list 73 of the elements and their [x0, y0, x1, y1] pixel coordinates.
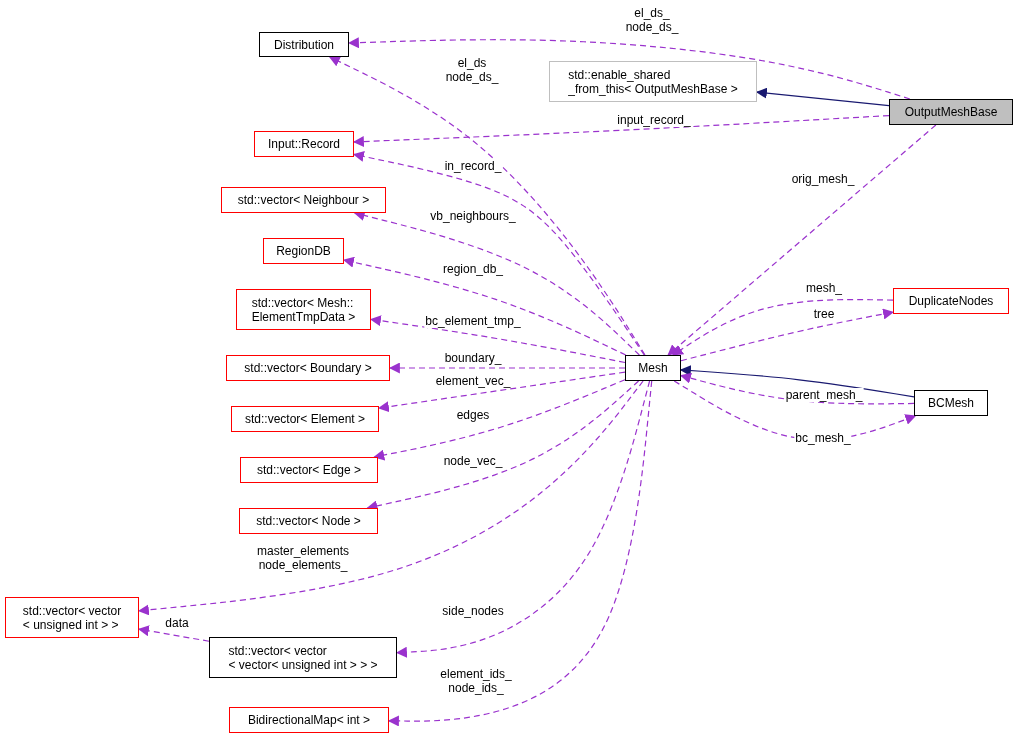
edge-label: region_db_: [441, 262, 505, 276]
class-box: [259, 32, 349, 57]
class-name: BidirectionalMap< int >: [247, 713, 371, 727]
dependency-arrow: [387, 380, 653, 727]
class-box: [263, 238, 344, 264]
class-name: std::vector< Neighbour >: [237, 193, 370, 207]
class-name: Mesh: [638, 361, 668, 375]
edge-label: in_record_: [443, 159, 503, 173]
dependency-arrow: [369, 315, 626, 364]
dependency-arrow: [671, 298, 894, 356]
class-box: [231, 406, 379, 432]
edge-label: el_ds_ node_ds_: [624, 6, 680, 34]
class-box: [625, 355, 681, 381]
dependency-arrow: [679, 372, 915, 405]
edge-label: el_ds node_ds_: [444, 56, 500, 84]
class-name: RegionDB: [276, 244, 331, 258]
class-box: [889, 99, 1013, 125]
class-name: std::vector< Mesh:: ElementTmpData >: [251, 295, 356, 324]
class-box: [236, 289, 371, 330]
class-name: std::vector< vector < unsigned int > >: [22, 603, 122, 632]
edge-label: parent_mesh_: [784, 388, 864, 402]
class-name: std::vector< Edge >: [256, 463, 362, 477]
edge-label: data: [164, 616, 190, 630]
edge-label: element_vec_: [434, 374, 512, 388]
inheritance-arrow: [679, 365, 915, 398]
class-name: std::enable_shared _from_this< OutputMeshBase >: [568, 67, 738, 96]
dependency-arrow: [137, 625, 210, 642]
class-name: BCMesh: [928, 396, 974, 410]
class-box: [893, 288, 1009, 314]
class-box: [221, 187, 386, 213]
class-name: DuplicateNodes: [908, 294, 994, 308]
edge-label: mesh_: [805, 281, 843, 295]
dependency-arrow: [352, 151, 645, 356]
inheritance-arrow: [755, 87, 890, 107]
edge-label: edges: [455, 408, 491, 422]
dependency-arrow: [680, 308, 895, 362]
class-name: std::vector< vector < vector< unsigned int > > >: [228, 643, 378, 672]
dependency-arrow: [342, 256, 627, 356]
edge-label: input_record_: [616, 113, 692, 127]
class-box: [5, 597, 139, 638]
dependency-arrow: [388, 362, 626, 374]
class-name: Input::Record: [267, 137, 340, 151]
class-box: [240, 457, 378, 483]
class-box: [549, 61, 757, 102]
dependency-arrow: [395, 380, 651, 658]
class-name: std::vector< Node >: [256, 514, 361, 528]
edge-label: element_ids_ node_ids_: [439, 667, 513, 695]
edge-label: bc_element_tmp_: [424, 314, 522, 328]
edge-label: bc_mesh_: [794, 431, 852, 445]
class-name: OutputMeshBase: [904, 105, 998, 119]
edge-label: side_nodes: [441, 604, 505, 618]
class-box: [229, 707, 389, 733]
class-box: [254, 131, 354, 157]
class-box: [914, 390, 988, 416]
class-box: [239, 508, 378, 534]
dependency-arrow: [377, 371, 626, 413]
dependency-arrow: [137, 380, 644, 616]
dependency-arrow: [328, 56, 646, 356]
edge-label: orig_mesh_: [790, 172, 856, 186]
dependency-arrow: [373, 379, 626, 461]
class-box: [209, 637, 397, 678]
edge-label: node_vec_: [442, 454, 504, 468]
edge-label: master_elements node_elements_: [256, 544, 350, 572]
edge-label: boundary_: [443, 351, 503, 365]
dependency-arrow: [352, 114, 890, 148]
edge-label: tree: [812, 307, 836, 321]
class-name: std::vector< Element >: [244, 412, 366, 426]
edge-label: vb_neighbours_: [429, 209, 517, 223]
class-box: [226, 355, 390, 381]
class-name: Distribution: [274, 37, 334, 52]
dependency-arrow: [667, 124, 937, 356]
dependency-arrow: [347, 37, 911, 100]
class-name: std::vector< Boundary >: [244, 361, 372, 375]
